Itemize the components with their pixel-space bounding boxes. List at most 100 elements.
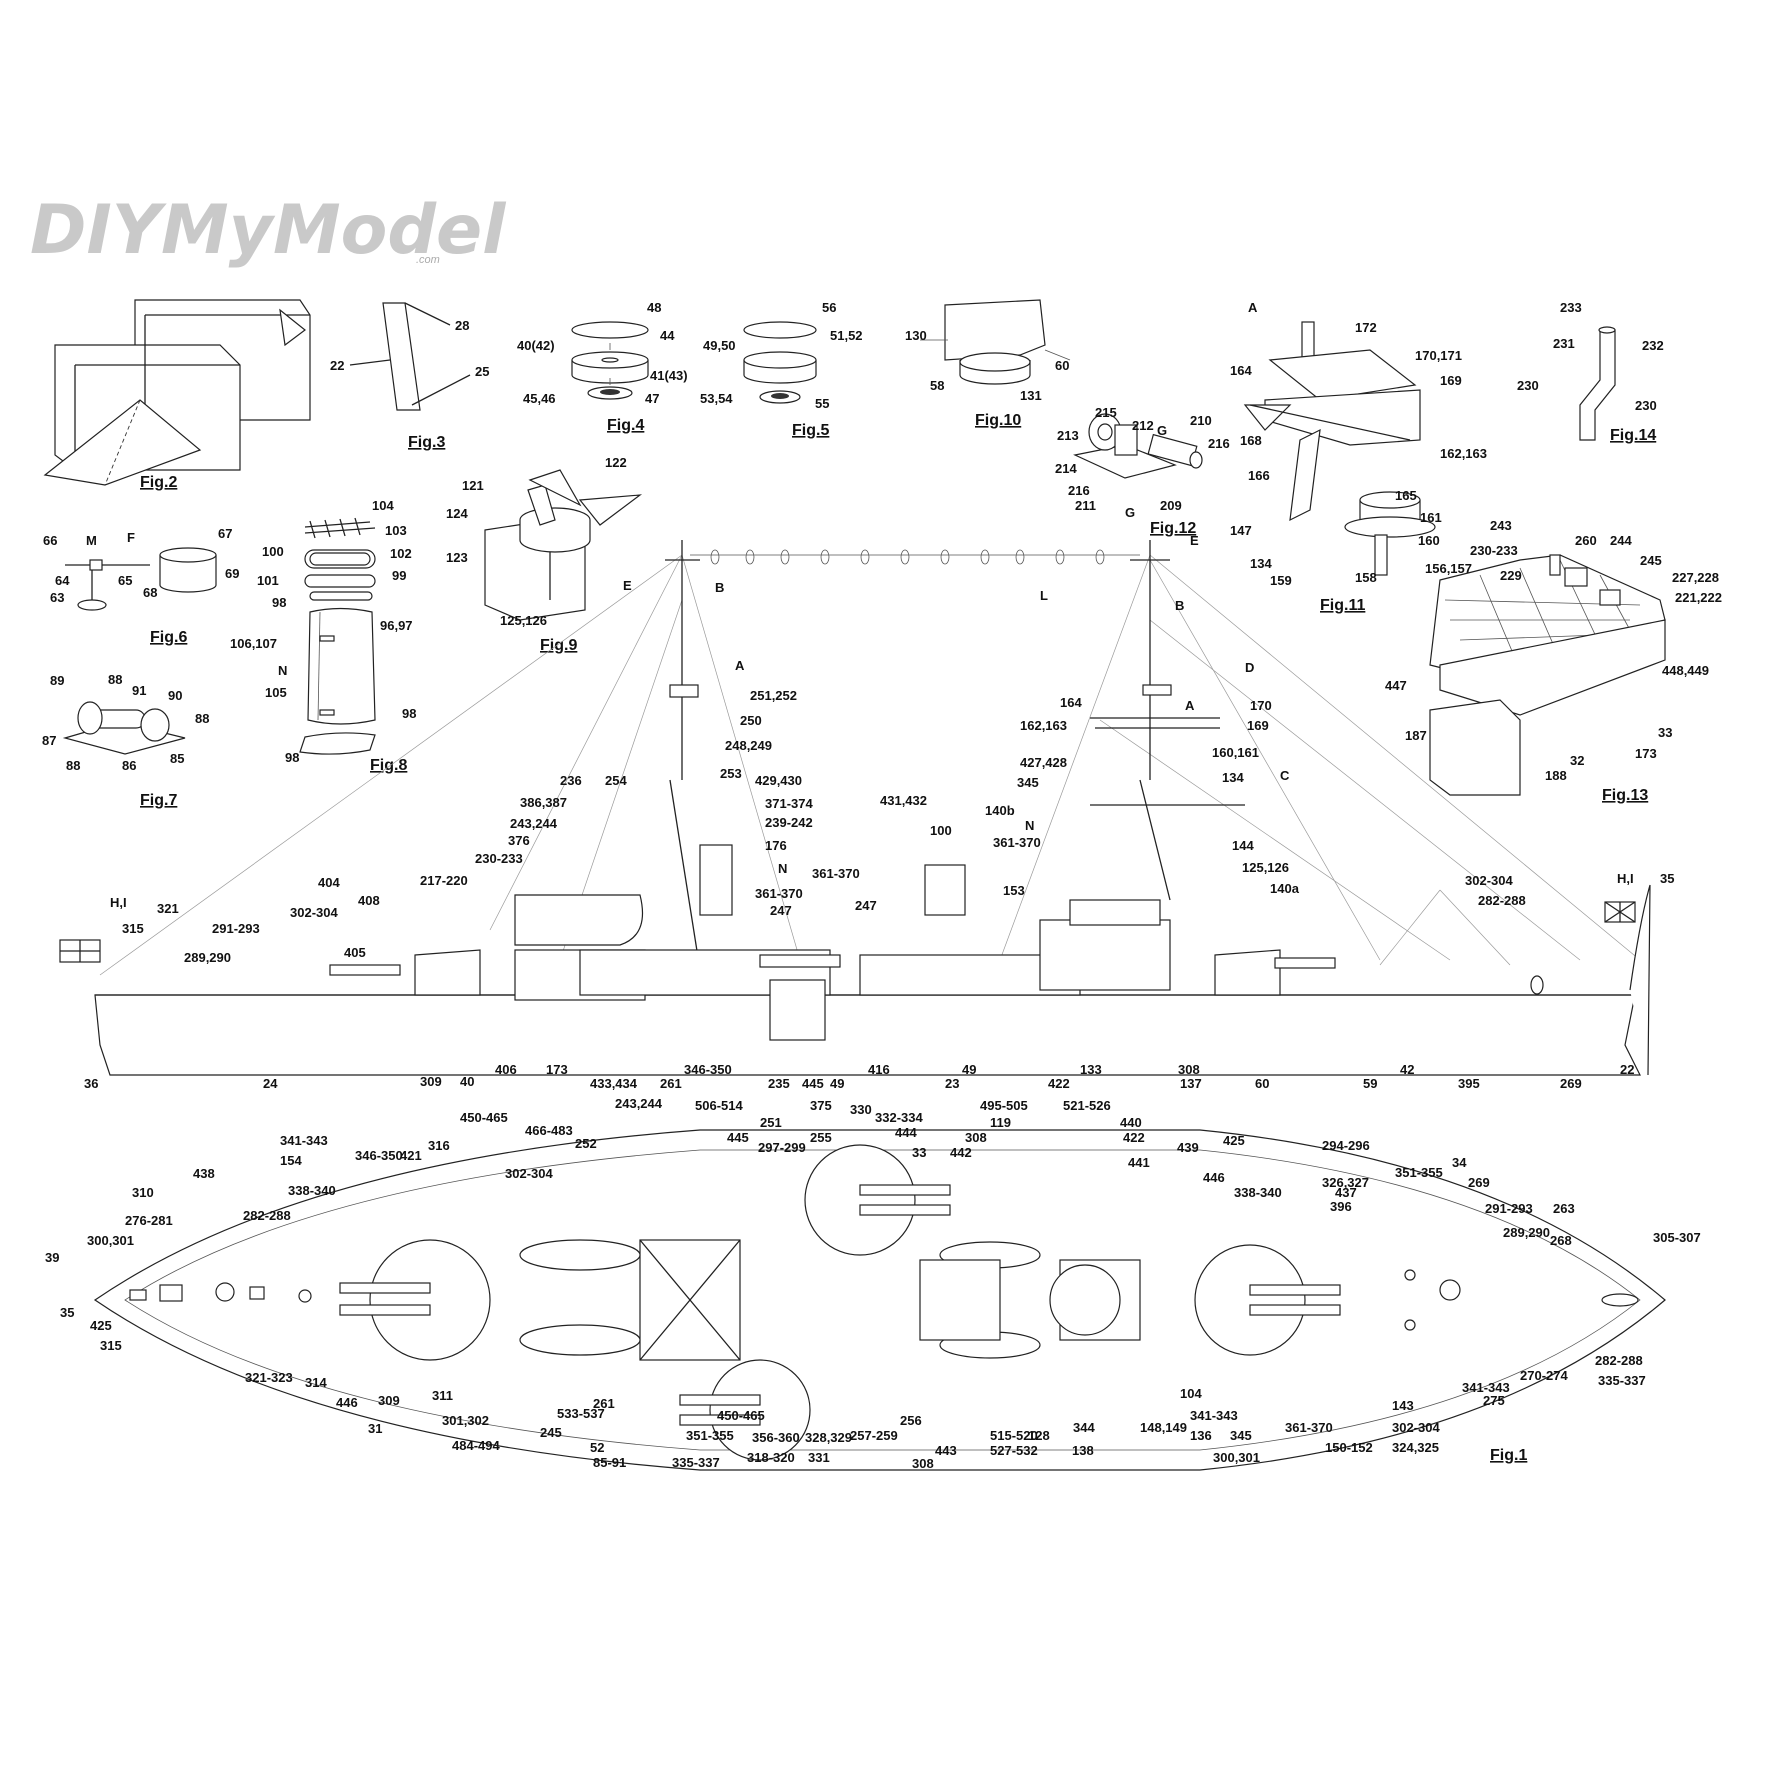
callout: 140a [1270, 881, 1300, 896]
callout: 506-514 [695, 1098, 743, 1113]
callout: 96,97 [380, 618, 413, 633]
callout: 447 [1385, 678, 1407, 693]
callout: 101 [257, 573, 279, 588]
callout: 427,428 [1020, 755, 1067, 770]
callout: 164 [1230, 363, 1252, 378]
callout: 25 [475, 364, 489, 379]
fig12-drawing [1073, 413, 1203, 479]
callout: 395 [1458, 1076, 1480, 1091]
callout: 40 [460, 1074, 474, 1089]
callout: B [1175, 598, 1184, 613]
callout: 125,126 [1242, 860, 1289, 875]
callout: 316 [428, 1138, 450, 1153]
callout: E [623, 578, 632, 593]
callout: 425 [1223, 1133, 1245, 1148]
callout: 68 [143, 585, 157, 600]
callout: M [86, 533, 97, 548]
callout: 98 [285, 750, 299, 765]
callout: 169 [1440, 373, 1462, 388]
callout: 335-337 [1598, 1373, 1646, 1388]
callout: 210 [1190, 413, 1212, 428]
callout: 533-537 [557, 1406, 605, 1421]
callout: 134 [1222, 770, 1244, 785]
callout: 445 [802, 1076, 824, 1091]
fig11-title: Fig.11 [1320, 597, 1365, 614]
callout: 421 [400, 1148, 422, 1163]
callout: 450-465 [717, 1408, 765, 1423]
callout: 437 [1335, 1185, 1357, 1200]
callout: 98 [402, 706, 416, 721]
callout: 32 [1570, 753, 1584, 768]
callout: 361-370 [755, 886, 803, 901]
callout: 133 [1080, 1062, 1102, 1077]
callout: 233 [1560, 300, 1582, 315]
callout: 308 [1178, 1062, 1200, 1077]
callout: 227,228 [1672, 570, 1719, 585]
fig7-drawing [62, 701, 186, 755]
callout: A [735, 658, 745, 673]
fig11-callouts: A 172 164 170,171 169 168 162,163 166 16… [1230, 300, 1487, 588]
callout: 52 [590, 1440, 604, 1455]
callout: 345 [1230, 1428, 1252, 1443]
callout: 255 [810, 1130, 832, 1145]
fig2-drawing [43, 299, 311, 486]
callout: 89 [50, 673, 64, 688]
fig3-title: Fig.3 [408, 434, 445, 451]
callout: G [1157, 423, 1167, 438]
fig11-drawing [1243, 321, 1436, 576]
callout: 169 [1247, 718, 1269, 733]
callout: 440 [1120, 1115, 1142, 1130]
callout: 162,163 [1020, 718, 1067, 733]
callout: 289,290 [184, 950, 231, 965]
callout: 324,325 [1392, 1440, 1439, 1455]
callout: 60 [1255, 1076, 1269, 1091]
callout: 270-274 [1520, 1368, 1568, 1383]
callout: 341-343 [1190, 1408, 1238, 1423]
callout: 257-259 [850, 1428, 898, 1443]
callout: 230-233 [475, 851, 523, 866]
callout: 344 [1073, 1420, 1095, 1435]
callout: 260 [1575, 533, 1597, 548]
callout: 275 [1483, 1393, 1505, 1408]
callout: 243,244 [615, 1096, 663, 1111]
callout: 261 [660, 1076, 682, 1091]
callout: 250 [740, 713, 762, 728]
side-view-callouts: E E B B L A 251,252 250 248,249 236 254 … [84, 533, 1674, 1091]
fig4-title: Fig.4 [607, 417, 644, 434]
fig14-drawing [1579, 326, 1616, 441]
fig10-drawing [920, 299, 1071, 385]
callout: 173 [1635, 746, 1657, 761]
callout: 158 [1355, 570, 1377, 585]
callout: 318-320 [747, 1450, 795, 1465]
callout: 433,434 [590, 1076, 638, 1091]
callout: 308 [912, 1456, 934, 1471]
callout: 302-304 [1465, 873, 1513, 888]
callout: 236 [560, 773, 582, 788]
callout: 49 [962, 1062, 976, 1077]
callout: 41(43) [650, 368, 688, 383]
callout: 160,161 [1212, 745, 1259, 760]
callout: 136 [1190, 1428, 1212, 1443]
callout: 63 [50, 590, 64, 605]
callout: 122 [605, 455, 627, 470]
callout: 315 [100, 1338, 122, 1353]
callout: 302-304 [290, 905, 338, 920]
callout: 321-323 [245, 1370, 293, 1385]
callout: 310 [132, 1185, 154, 1200]
callout: 351-355 [1395, 1165, 1443, 1180]
callout: 305-307 [1653, 1230, 1701, 1245]
callout: D [1245, 660, 1254, 675]
callout: 289,290 [1503, 1225, 1550, 1240]
callout: 422 [1048, 1076, 1070, 1091]
fig6-title: Fig.6 [150, 629, 187, 646]
fig13-title: Fig.13 [1602, 787, 1648, 804]
callout: 247 [770, 903, 792, 918]
fig9-title: Fig.9 [540, 637, 577, 654]
callout: 515-520 [990, 1428, 1038, 1443]
callout: 396 [1330, 1199, 1352, 1214]
callout: 291-293 [212, 921, 260, 936]
callout: 346-350 [355, 1148, 403, 1163]
callout: 69 [225, 566, 239, 581]
callout: 309 [378, 1393, 400, 1408]
fig8-drawing [299, 517, 376, 755]
